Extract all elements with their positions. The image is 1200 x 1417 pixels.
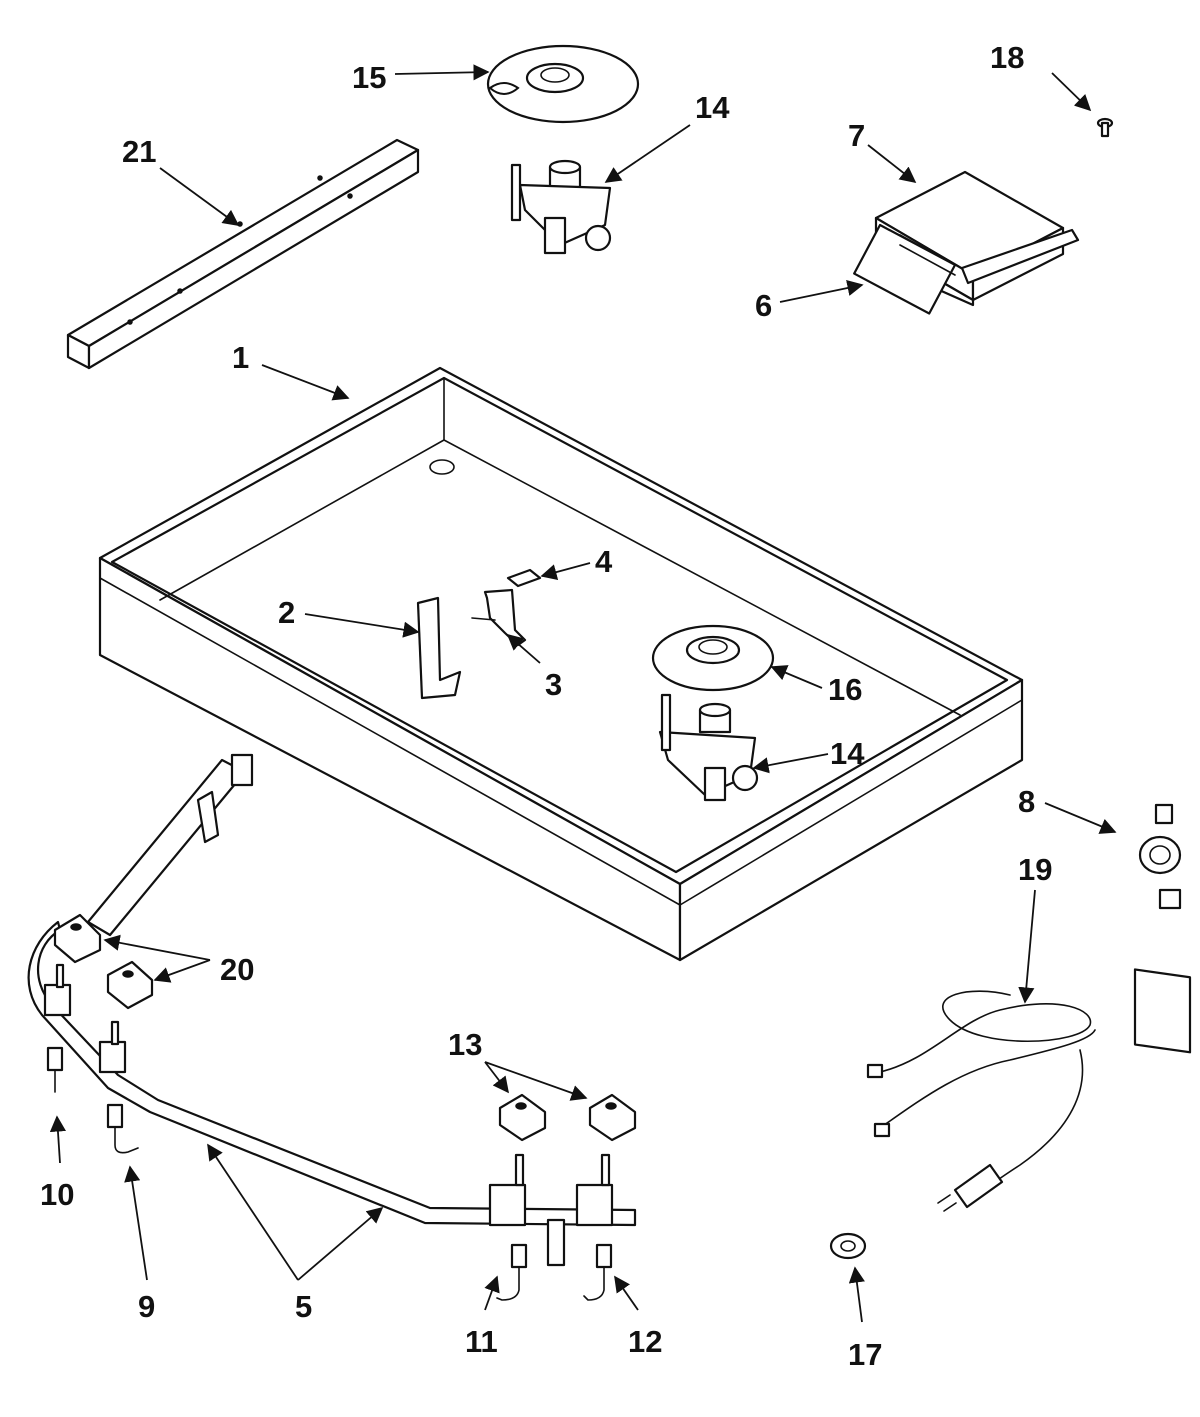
leader-11 (484, 1275, 500, 1311)
leader-13a (484, 1061, 509, 1094)
manifold-valve-left-a (43, 963, 72, 1017)
part-20-holder-b (106, 960, 154, 1010)
callout-4: 4 (595, 544, 613, 579)
part-11-tube (496, 1243, 528, 1301)
leader-13b (484, 1061, 588, 1101)
part-10-orifice (46, 1046, 64, 1093)
leader-9 (124, 1165, 148, 1281)
callout-14-lower: 14 (830, 736, 865, 771)
part-1-burner-box (98, 366, 1024, 962)
callout-19: 19 (1018, 852, 1052, 887)
leader-5b (297, 1206, 384, 1281)
leader-20b (153, 959, 211, 983)
callout-13: 13 (448, 1027, 482, 1062)
leader-5a (207, 1143, 299, 1281)
leader-1 (261, 364, 350, 401)
part-13-holder-a (498, 1093, 547, 1142)
callout-3: 3 (545, 667, 562, 702)
part-17-grommet (829, 1232, 867, 1260)
leader-7 (867, 144, 917, 184)
leader-4 (540, 562, 591, 581)
part-9-tube (106, 1103, 139, 1154)
callout-14-top: 14 (695, 90, 730, 125)
callout-16: 16 (828, 672, 862, 707)
part-4-clip (506, 568, 542, 588)
callout-11: 11 (465, 1324, 498, 1359)
callout-5: 5 (295, 1289, 312, 1324)
callout-10: 10 (40, 1177, 74, 1212)
callout-labels: 15 14 18 21 7 6 1 4 2 3 16 14 8 19 20 13… (40, 40, 1052, 1372)
leader-3 (506, 633, 541, 664)
leader-19 (1018, 889, 1036, 1004)
leader-12 (614, 1275, 639, 1311)
leader-lines (49, 64, 1117, 1323)
part-14-valve-top (510, 159, 612, 255)
part-8-valve (1133, 803, 1192, 1054)
part-15-burner-disc (486, 44, 640, 124)
part-14-valve-lower (658, 693, 759, 802)
leader-10 (49, 1115, 67, 1164)
manifold-valve-right-b (575, 1153, 614, 1227)
callout-20: 20 (220, 952, 254, 987)
callout-17: 17 (848, 1337, 882, 1372)
part-19-power-cord (866, 990, 1096, 1212)
part-16-burner-disc (651, 624, 775, 692)
part-5-manifold (27, 753, 637, 1267)
part-2-bracket (416, 596, 462, 700)
leader-14a (604, 124, 691, 183)
leader-8 (1044, 802, 1117, 834)
part-6-module-base (853, 223, 975, 315)
callout-7: 7 (848, 118, 865, 153)
leader-15 (394, 64, 490, 81)
leader-17 (848, 1266, 865, 1323)
part-12-tube (583, 1243, 613, 1301)
leader-2 (304, 613, 420, 638)
part-20-holder-a (53, 913, 102, 964)
callout-21: 21 (122, 134, 156, 169)
callout-9: 9 (138, 1289, 155, 1324)
callout-12: 12 (628, 1324, 662, 1359)
manifold-valve-right-a (488, 1153, 527, 1227)
leader-14b (752, 753, 829, 774)
part-21-rail (66, 138, 420, 370)
callout-6: 6 (755, 288, 772, 323)
leader-21 (159, 167, 240, 226)
callout-2: 2 (278, 595, 295, 630)
leader-18 (1051, 72, 1092, 112)
manifold-valve-left-b (98, 1020, 127, 1074)
leader-6 (779, 280, 864, 303)
callout-15: 15 (352, 60, 386, 95)
leader-16 (770, 665, 823, 689)
part-13-holder-b (588, 1093, 637, 1142)
part-18-screw (1096, 117, 1114, 138)
callout-1: 1 (232, 340, 249, 375)
callout-8: 8 (1018, 784, 1035, 819)
callout-18: 18 (990, 40, 1024, 75)
leader-20a (103, 934, 211, 961)
